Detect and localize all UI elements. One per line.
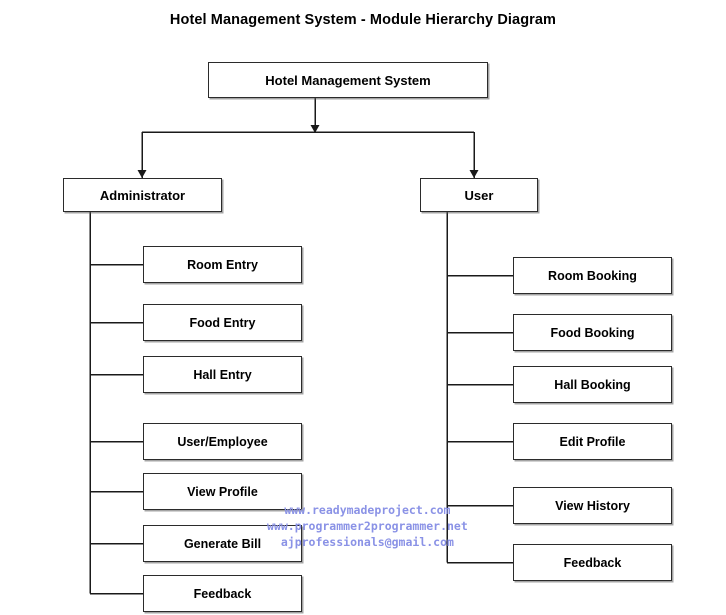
node-edit-profile-user[interactable]: Edit Profile [513, 423, 672, 460]
node-view-history-user[interactable]: View History [513, 487, 672, 524]
node-user-employee-administrator[interactable]: User/Employee [143, 423, 302, 460]
node-feedback-user-label: Feedback [563, 555, 622, 570]
node-generate-bill-administrator-label: Generate Bill [183, 536, 262, 551]
node-view-history-user-label: View History [555, 498, 630, 513]
node-food-entry-administrator[interactable]: Food Entry [143, 304, 302, 341]
node-administrator[interactable]: Administrator [63, 178, 222, 212]
node-root[interactable]: Hotel Management System [208, 62, 488, 98]
node-root-label: Hotel Management System [265, 72, 431, 88]
watermark-line-3: ajprofessionals@gmail.com [280, 535, 454, 549]
node-room-booking-user[interactable]: Room Booking [513, 257, 672, 294]
node-food-entry-administrator-label: Food Entry [189, 315, 256, 330]
node-room-entry-administrator-label: Room Entry [187, 257, 258, 272]
node-hall-entry-administrator-label: Hall Entry [193, 367, 252, 382]
node-food-booking-user-label: Food Booking [550, 325, 635, 340]
node-feedback-administrator-label: Feedback [193, 586, 252, 601]
watermark-line-1: www.readymadeproject.com [284, 503, 451, 517]
node-view-profile-administrator[interactable]: View Profile [143, 473, 302, 510]
node-room-booking-user-label: Room Booking [548, 268, 637, 283]
page-title: Hotel Management System - Module Hierarc… [169, 12, 557, 28]
node-edit-profile-user-label: Edit Profile [559, 434, 626, 449]
arrow-to-user [469, 170, 479, 178]
arrow-to-administrator [137, 170, 147, 178]
node-hall-entry-administrator[interactable]: Hall Entry [143, 356, 302, 393]
node-food-booking-user[interactable]: Food Booking [513, 314, 672, 351]
watermark-line-2: www.programmer2programmer.net [267, 519, 468, 533]
node-administrator-label: Administrator [99, 187, 186, 203]
node-user[interactable]: User [420, 178, 538, 212]
node-hall-booking-user-label: Hall Booking [554, 377, 631, 392]
node-hall-booking-user[interactable]: Hall Booking [513, 366, 672, 403]
node-generate-bill-administrator[interactable]: Generate Bill [143, 525, 302, 562]
node-feedback-user[interactable]: Feedback [513, 544, 672, 581]
arrow-root-to-bus [310, 125, 320, 133]
node-room-entry-administrator[interactable]: Room Entry [143, 246, 302, 283]
watermark: www.readymadeproject.com www.programmer2p… [267, 502, 468, 550]
node-view-profile-administrator-label: View Profile [187, 484, 258, 499]
node-feedback-administrator[interactable]: Feedback [143, 575, 302, 612]
node-user-label: User [464, 187, 494, 203]
node-user-employee-administrator-label: User/Employee [177, 434, 268, 449]
